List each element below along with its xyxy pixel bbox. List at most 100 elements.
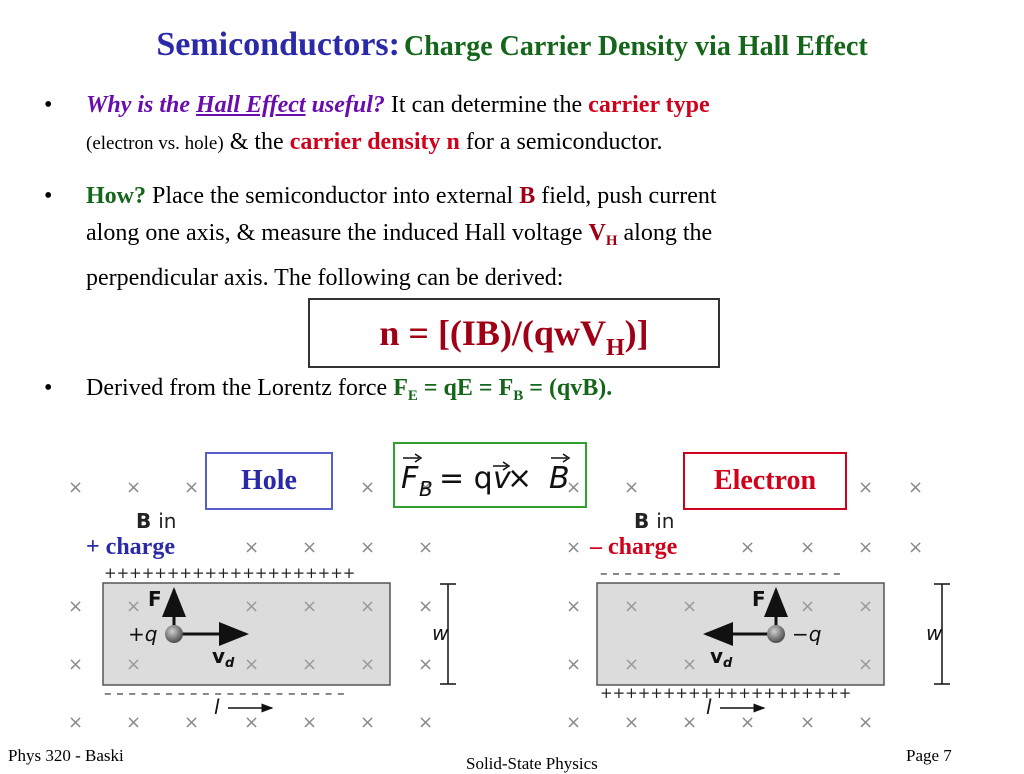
svg-text:×: × — [302, 596, 317, 617]
b-field-x-marks-slab: × × × × × × × × — [126, 596, 375, 675]
b-field-x-marks: × × × × × × × × × × × × × × × × × × × × — [68, 477, 433, 733]
svg-text:×: × — [68, 596, 83, 617]
charge-label: +q — [128, 622, 157, 646]
positive-charge-row: ++++++++++++++++++++ — [104, 564, 355, 582]
force-label: F — [752, 587, 766, 611]
positive-charge-row: ++++++++++++++++++++ — [600, 684, 851, 702]
svg-text:= q: = q — [439, 461, 493, 496]
svg-text:×: × — [908, 477, 923, 498]
svg-text:×: × — [418, 654, 433, 675]
footer-subject: Solid-State Physics — [466, 754, 598, 773]
svg-text:×: × — [566, 596, 581, 617]
svg-text:×: × — [800, 537, 815, 558]
svg-text:×: × — [566, 654, 581, 675]
why-lead: Why is the Hall Effect useful? — [86, 92, 385, 118]
svg-text:×: × — [360, 712, 375, 733]
slide-title: Semiconductors: Charge Carrier Density v… — [0, 26, 1024, 64]
svg-text:×: × — [302, 712, 317, 733]
svg-text:×: × — [858, 477, 873, 498]
svg-text:×: × — [418, 596, 433, 617]
svg-text:F: F — [401, 461, 419, 496]
svg-text:×: × — [682, 596, 697, 617]
svg-text:×: × — [244, 596, 259, 617]
lorentz-equation: FE = qE = FB = (qvB). — [393, 375, 613, 404]
b-field-symbol: B — [519, 183, 536, 209]
svg-text:×: × — [360, 654, 375, 675]
bullet-dot: • — [44, 183, 53, 209]
svg-text:×: × — [624, 477, 639, 498]
carrier-density: carrier density n — [289, 129, 460, 155]
svg-text:×: × — [682, 654, 697, 675]
svg-text:×: × — [302, 654, 317, 675]
electron-vs-hole: (electron vs. hole) — [86, 133, 224, 154]
svg-text:×: × — [624, 654, 639, 675]
svg-text:×: × — [418, 537, 433, 558]
svg-text:×: × — [800, 596, 815, 617]
bullet-dot: • — [44, 92, 53, 118]
b-in-label: B in — [136, 509, 176, 533]
bullet-lorentz: Derived from the Lorentz force FE = qE =… — [86, 375, 613, 404]
charge-carrier — [165, 625, 183, 643]
svg-text:B: B — [419, 477, 433, 501]
bullet-why: Why is the Hall Effect useful? It can de… — [86, 92, 710, 155]
svg-text:×: × — [566, 712, 581, 733]
electron-diagram: × × × × × × × × × × × × × × × × × B in – – – – – – –… — [566, 477, 950, 733]
bullet-how: How? Place the semiconductor into extern… — [86, 183, 717, 291]
svg-text:×: × — [858, 596, 873, 617]
electron-label: Electron — [683, 452, 847, 510]
svg-text:×: × — [68, 477, 83, 498]
svg-text:×: × — [418, 477, 433, 498]
width-label: w — [432, 621, 449, 645]
svg-text:×: × — [740, 537, 755, 558]
negative-charge-row: – – – – – – – – – – – – – – – – – – – – — [104, 684, 345, 702]
svg-text:×: × — [184, 477, 199, 498]
svg-text:×: × — [858, 712, 873, 733]
b-field-x-marks-slab: ×××× ××× — [624, 596, 873, 675]
b-in-label: B in — [634, 509, 674, 533]
charge-carrier — [767, 625, 785, 643]
svg-text:×: × — [858, 537, 873, 558]
svg-text:×: × — [800, 712, 815, 733]
hole-label: Hole — [205, 452, 333, 510]
bullet-dot: • — [44, 375, 53, 401]
length-label: l — [214, 695, 220, 719]
svg-text:×: × — [682, 712, 697, 733]
carrier-type: carrier type — [588, 92, 710, 118]
svg-text:×: × — [418, 712, 433, 733]
hall-effect-link[interactable]: Hall Effect — [196, 92, 306, 118]
svg-text:×: × — [302, 537, 317, 558]
svg-text:B: B — [549, 461, 570, 496]
title-sub: Charge Carrier Density via Hall Effect — [403, 31, 868, 62]
how-lead: How? — [86, 183, 146, 209]
svg-text:×: × — [566, 537, 581, 558]
svg-text:×: × — [184, 712, 199, 733]
svg-text:×: × — [858, 654, 873, 675]
length-label: l — [706, 695, 712, 719]
negative-charge-row: – – – – – – – – – – – – – – – – – – – – — [600, 564, 841, 582]
carrier-density-formula: n = [(IB)/(qwVH)] — [308, 298, 720, 368]
svg-text:×: × — [566, 477, 581, 498]
b-field-x-marks: × × × × × × × × × × × × × × × × × — [566, 477, 923, 733]
hall-voltage-symbol: VH — [588, 220, 618, 249]
lorentz-force-formula: F B = q v × B — [393, 442, 587, 508]
svg-text:×: × — [360, 477, 375, 498]
svg-text:×: × — [126, 477, 141, 498]
drift-velocity-label: vd — [710, 644, 733, 671]
svg-text:×: × — [244, 654, 259, 675]
width-label: w — [926, 621, 943, 645]
svg-text:×: × — [624, 712, 639, 733]
svg-text:×: × — [360, 596, 375, 617]
positive-charge-label: + charge — [84, 534, 177, 561]
svg-text:×: × — [68, 712, 83, 733]
svg-text:×: × — [507, 461, 532, 496]
footer-page-number: Page 7 — [906, 746, 952, 765]
force-label: F — [148, 587, 162, 611]
svg-text:×: × — [126, 596, 141, 617]
svg-text:×: × — [908, 537, 923, 558]
charge-label: −q — [792, 622, 821, 646]
svg-text:×: × — [126, 654, 141, 675]
drift-velocity-label: vd — [212, 644, 235, 671]
svg-text:×: × — [360, 537, 375, 558]
hole-diagram: × × × × × × × × × × × × × × × × × × × × B in ++++++++++… — [68, 477, 456, 733]
